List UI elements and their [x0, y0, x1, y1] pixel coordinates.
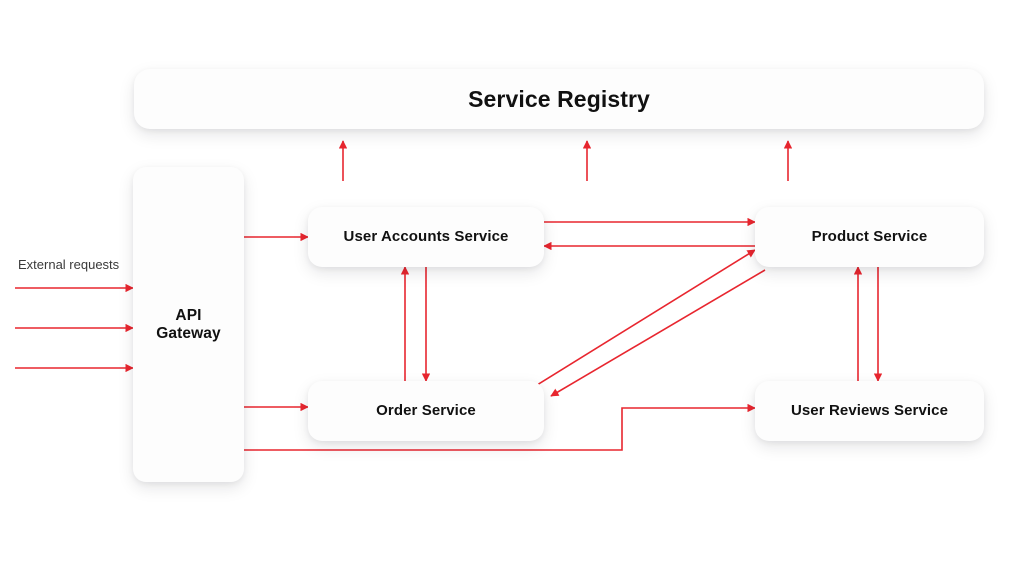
node-api-gateway-label: API Gateway	[156, 306, 221, 342]
node-user-accounts-service-label: User Accounts Service	[343, 228, 509, 246]
node-user-accounts-service[interactable]: User Accounts Service	[308, 207, 544, 267]
node-service-registry-label: Service Registry	[468, 85, 650, 112]
node-user-reviews-service-label: User Reviews Service	[790, 402, 949, 420]
node-product-service[interactable]: Product Service	[755, 207, 984, 267]
node-api-gateway[interactable]: API Gateway	[133, 167, 244, 482]
edge-order-to-product	[536, 249, 756, 386]
node-order-service[interactable]: Order Service	[308, 381, 544, 441]
external-requests-label: External requests	[18, 257, 120, 272]
node-product-service-label: Product Service	[811, 228, 928, 246]
node-user-reviews-service[interactable]: User Reviews Service	[755, 381, 984, 441]
edge-product-to-order	[550, 269, 766, 397]
node-service-registry[interactable]: Service Registry	[134, 69, 984, 129]
node-order-service-label: Order Service	[376, 402, 476, 420]
